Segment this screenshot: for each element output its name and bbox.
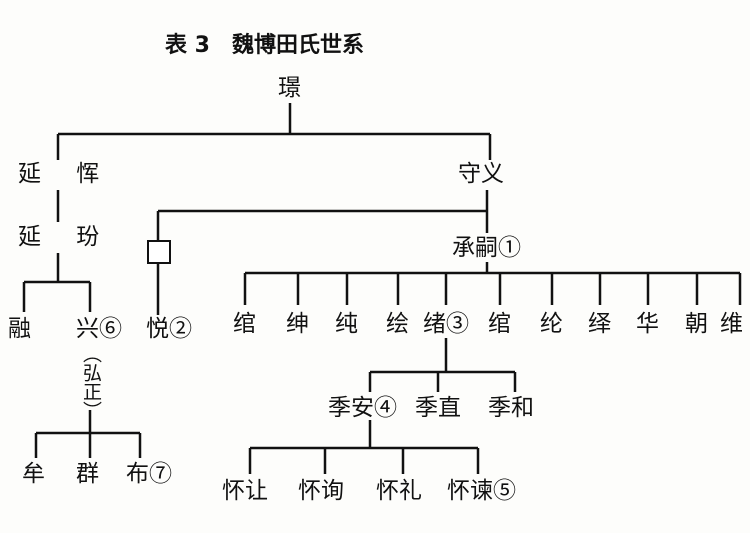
son-name: 朝	[685, 311, 708, 337]
son-name: 绘	[386, 311, 409, 337]
son-name: 绪③	[423, 311, 469, 337]
son-name: 绅	[286, 311, 309, 337]
node-yanhui: 延 恽	[18, 161, 114, 187]
node-jizhi: 季直	[415, 395, 461, 421]
son-name: 纶	[540, 311, 563, 337]
node-yue: 悦②	[146, 316, 192, 342]
son-name: 华	[636, 311, 659, 337]
node-shouyi: 守义	[458, 161, 504, 187]
son-name: 绾	[488, 311, 511, 337]
grandson-name: 怀礼	[376, 478, 422, 504]
node-bu: 布⑦	[126, 461, 172, 487]
node-mou: 牟	[22, 461, 45, 487]
chart-title: 表 3 魏博田氏世系	[165, 33, 364, 58]
unknown-person-box	[147, 240, 171, 264]
node-jihe: 季和	[488, 395, 534, 421]
son-name: 纯	[335, 311, 358, 337]
node-yanfen: 延 玢	[18, 224, 114, 250]
node-jian: 季安④	[328, 395, 397, 421]
son-name: 维	[720, 311, 743, 337]
node-rong: 融	[8, 316, 31, 342]
grandson-name: 怀谏⑤	[447, 478, 516, 504]
son-name: 绾	[233, 311, 256, 337]
node-xing: 兴⑥	[76, 316, 122, 342]
node-root: 璟	[278, 75, 301, 101]
grandson-name: 怀询	[298, 478, 344, 504]
node-qun: 群	[76, 461, 99, 487]
node-xing-note: （弘正）	[80, 344, 102, 420]
son-name: 绎	[588, 311, 611, 337]
node-chengsi: 承嗣①	[452, 235, 521, 261]
grandson-name: 怀让	[222, 478, 268, 504]
